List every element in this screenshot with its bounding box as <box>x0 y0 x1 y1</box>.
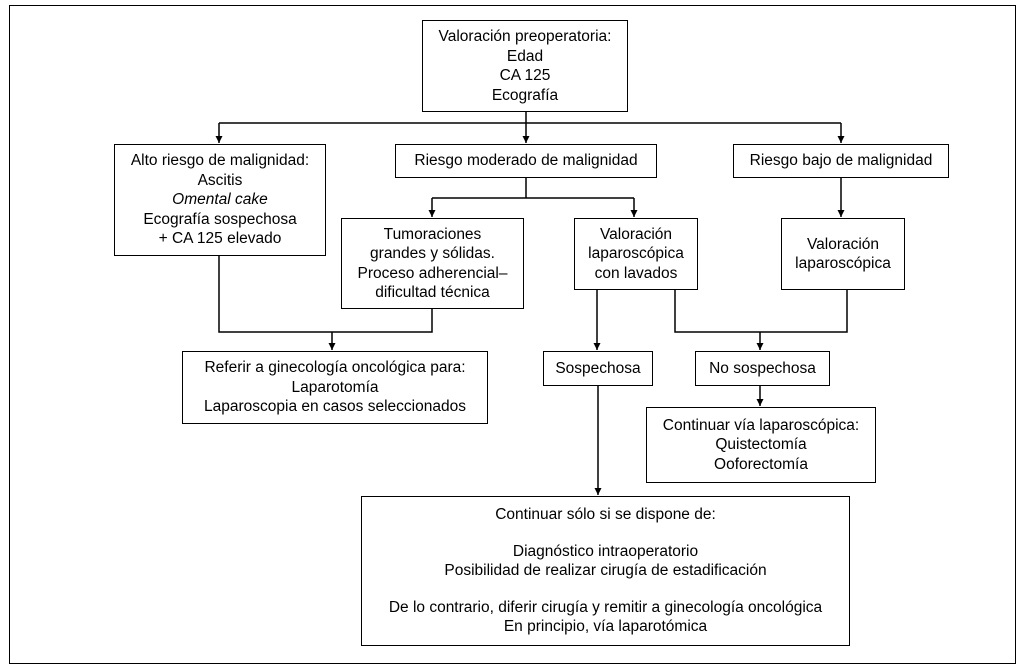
lap-wash-line-2: laparoscópica <box>588 245 684 263</box>
laparoscopic-evaluation-with-washing-box: Valoración laparoscópica con lavados <box>574 218 698 290</box>
continue-only-title: Continuar sólo si se dispone de: <box>495 506 716 524</box>
refer-title: Referir a ginecología oncológica para: <box>204 359 466 377</box>
connector-high-to-refer <box>218 256 433 333</box>
preop-ultrasound: Ecografía <box>491 86 559 104</box>
not-suspicious-label: No sospechosa <box>709 359 816 377</box>
tumors-line-3: Proceso adherencial– <box>357 264 508 282</box>
continue-only-laparotomic: En principio, vía laparotómica <box>503 618 708 636</box>
lap-wash-line-3: con lavados <box>594 264 678 282</box>
refer-laparotomy: Laparotomía <box>291 378 379 396</box>
continue-lap-cystectomy: Quistectomía <box>715 436 807 454</box>
refer-oncology-box: Referir a ginecología oncológica para: L… <box>182 351 488 424</box>
high-risk-ultrasound: Ecografía sospechosa <box>143 210 297 228</box>
lap-eval-line-2: laparoscópica <box>795 255 891 272</box>
not-suspicious-box: No sospechosa <box>695 351 830 386</box>
diagram-frame <box>9 5 1016 664</box>
continue-only-diagnosis: Diagnóstico intraoperatorio <box>512 542 699 560</box>
tumors-line-4: dificultad técnica <box>375 284 490 301</box>
high-risk-omental-cake: Omental cake <box>172 191 268 209</box>
tumors-line-2: grandes y sólidas. <box>370 245 495 262</box>
preop-ca125: CA 125 <box>499 67 551 84</box>
lap-eval-line-1: Valoración <box>806 235 880 253</box>
refer-laparoscopy: Laparoscopia en casos seleccionados <box>204 398 466 416</box>
lap-wash-line-1: Valoración <box>599 225 673 243</box>
moderate-risk-box: Riesgo moderado de malignidad <box>395 144 657 178</box>
high-risk-title: Alto riesgo de malignidad: <box>130 152 310 170</box>
laparoscopic-evaluation-box: Valoración laparoscópica <box>781 218 905 290</box>
moderate-risk-label: Riesgo moderado de malignidad <box>414 152 638 170</box>
high-risk-ca125: + CA 125 elevado <box>158 230 282 248</box>
continue-lap-oophorectomy: Ooforectomía <box>714 455 808 473</box>
preoperative-evaluation-box: Valoración preoperatoria: Edad CA 125 Ec… <box>422 20 628 112</box>
suspicious-box: Sospechosa <box>543 351 653 386</box>
continue-laparoscopic-box: Continuar vía laparoscópica: Quistectomí… <box>646 407 876 483</box>
suspicious-label: Sospechosa <box>555 359 641 377</box>
connector-to-not-suspicious <box>674 290 848 333</box>
tumors-line-1: Tumoraciones <box>383 225 482 243</box>
large-tumors-box: Tumoraciones grandes y sólidas. Proceso … <box>341 218 524 309</box>
high-risk-ascites: Ascitis <box>197 171 243 189</box>
low-risk-label: Riesgo bajo de malignidad <box>749 152 933 170</box>
continue-only-otherwise: De lo contrario, diferir cirugía y remit… <box>388 598 823 616</box>
continue-only-if-box: Continuar sólo si se dispone de: Diagnós… <box>361 496 850 646</box>
continue-only-staging: Posibilidad de realizar cirugía de estad… <box>444 562 767 580</box>
high-risk-box: Alto riesgo de malignidad: Ascitis Oment… <box>114 144 326 256</box>
low-risk-box: Riesgo bajo de malignidad <box>733 144 949 178</box>
preop-title: Valoración preoperatoria: <box>438 28 612 45</box>
preop-age: Edad <box>506 47 544 65</box>
continue-lap-title: Continuar vía laparoscópica: <box>662 416 860 434</box>
